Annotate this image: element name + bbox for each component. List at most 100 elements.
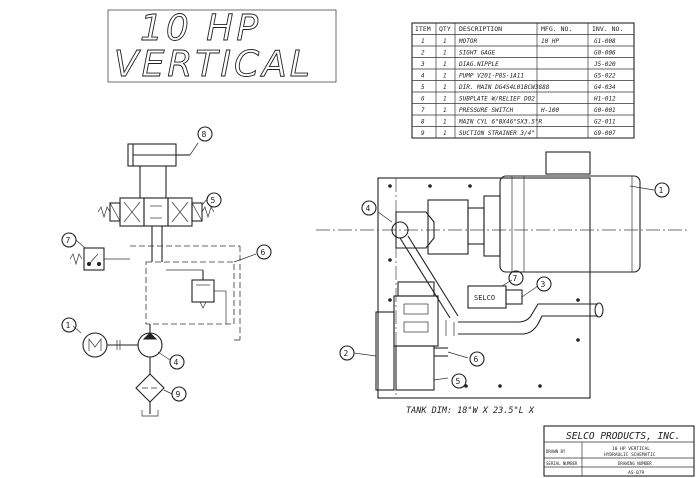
mounting-hole xyxy=(464,384,468,388)
bom-cell-inv-no: G5-022 xyxy=(594,73,616,80)
balloon-1-right: 1 xyxy=(654,182,670,198)
bom-cell-qty: 1 xyxy=(443,38,447,45)
bom-cell-item: 8 xyxy=(421,119,425,126)
svg-text:6: 6 xyxy=(474,355,479,364)
bom-cell-item: 7 xyxy=(421,107,425,114)
pressure-switch-label: SELCO xyxy=(474,294,495,302)
bom-cell-qty: 1 xyxy=(443,96,447,103)
bom-cell-qty: 1 xyxy=(443,119,447,126)
title-block: SELCO PRODUCTS, INC. DRAWN BY 10 HP VERT… xyxy=(543,425,695,477)
bom-cell-mfg-no: H-100 xyxy=(540,107,559,114)
bom-cell-description: DIR. MAIN DG4S4L01BCW3888 xyxy=(458,84,550,91)
balloon-6-left: 6 xyxy=(256,244,272,260)
balloon-5: 5 xyxy=(206,192,222,208)
bill-of-materials-table: ITEM QTY DESCRIPTION MFG. NO. INV. NO. 1… xyxy=(411,22,635,139)
balloon-3: 3 xyxy=(536,276,552,292)
motor-pump-symbol xyxy=(72,324,171,374)
balloon-2: 2 xyxy=(339,345,355,361)
bom-cell-item: 5 xyxy=(421,84,425,91)
plate-mounting-holes xyxy=(388,184,580,388)
svg-text:3: 3 xyxy=(541,280,546,289)
bom-row: 8 1 MAIN CYL 6"BX46"SX3.5"R G2-011 xyxy=(421,119,616,126)
bom-cell-item: 1 xyxy=(421,38,425,45)
serial-number-label: SERIAL NUMBER xyxy=(546,461,578,466)
bom-cell-item: 6 xyxy=(421,96,425,103)
suction-strainer-symbol xyxy=(135,373,173,417)
bom-header-mfg-no: MFG. NO. xyxy=(541,25,572,33)
mounting-hole xyxy=(468,184,472,188)
bom-cell-inv-no: G9-007 xyxy=(594,130,616,137)
svg-text:6: 6 xyxy=(261,248,266,257)
svg-text:1: 1 xyxy=(659,186,664,195)
svg-text:4: 4 xyxy=(174,358,179,367)
bom-cell-item: 9 xyxy=(421,130,425,137)
bom-cell-item: 3 xyxy=(420,61,425,68)
bom-header-item: ITEM xyxy=(415,25,431,33)
bom-cell-inv-no: G0-006 xyxy=(594,50,616,57)
bom-header-inv-no: INV. NO. xyxy=(592,25,623,33)
svg-text:9: 9 xyxy=(176,390,181,399)
bom-row: 9 1 SUCTION STRAINER 3/4" G9-007 xyxy=(421,130,616,137)
bom-cell-qty: 1 xyxy=(443,73,447,80)
bom-cell-inv-no: G0-001 xyxy=(594,107,616,114)
bom-cell-qty: 1 xyxy=(443,84,447,91)
drawing-number: AS-079 xyxy=(628,470,645,476)
bom-cell-item: 4 xyxy=(421,73,425,80)
svg-text:4: 4 xyxy=(366,204,371,213)
drawing-number-label: DRAWING NUMBER xyxy=(618,461,652,466)
company-name: SELCO PRODUCTS, INC. xyxy=(566,431,680,442)
drawing-title-2: HYDRAULIC SCHEMATIC xyxy=(604,452,656,458)
bom-cell-inv-no: H1-012 xyxy=(593,96,616,103)
bom-cell-inv-no: G2-011 xyxy=(594,119,616,126)
bom-cell-inv-no: J5-020 xyxy=(593,61,616,68)
balloon-5-right: 5 xyxy=(451,373,467,389)
balloon-6-right: 6 xyxy=(469,351,485,367)
balloon-7-right: 7 xyxy=(508,270,524,286)
svg-text:2: 2 xyxy=(344,349,349,358)
bom-header-qty: QTY xyxy=(439,25,451,33)
bom-cell-qty: 1 xyxy=(443,130,447,137)
drawn-by-label: DRAWN BY xyxy=(546,449,566,454)
pressure-switch-symbol xyxy=(69,239,130,271)
drawing-title-1: 10 HP VERTICAL xyxy=(612,446,650,452)
bom-cell-description: DIAG.NIPPLE xyxy=(458,61,499,68)
bom-cell-description: SIGHT GAGE xyxy=(459,50,496,57)
bom-cell-description: PRESSURE SWITCH xyxy=(459,107,514,114)
bom-cell-description: SUCTION STRAINER 3/4" xyxy=(459,130,535,137)
tank-plate xyxy=(377,177,591,399)
bom-row: 6 1 SUBPLATE W/RELIEF DO2 H1-012 xyxy=(421,96,616,103)
balloon-4-right: 4 xyxy=(361,200,377,216)
title-line-2: VERTICAL xyxy=(114,44,313,85)
mounting-hole xyxy=(538,384,542,388)
pump-body xyxy=(377,199,469,255)
bom-cell-description: MOTOR xyxy=(458,38,477,45)
bom-cell-description: PUMP V201-P8S-1A11 xyxy=(459,73,524,80)
tank-dimensions-label: TANK DIM: 18"W X 23.5"L X xyxy=(406,406,535,416)
motor-body xyxy=(467,151,655,273)
mounting-hole xyxy=(576,338,580,342)
bom-cell-qty: 1 xyxy=(443,61,447,68)
svg-text:5: 5 xyxy=(456,377,461,386)
balloon-9-left: 9 xyxy=(171,386,187,402)
bom-row: 5 1 DIR. MAIN DG4S4L01BCW3888 G4-034 xyxy=(421,84,616,91)
mounting-hole xyxy=(498,384,502,388)
assembly-layout: 1 4 SELCO 7 3 xyxy=(316,151,690,416)
bom-cell-description: MAIN CYL 6"BX46"SX3.5"R xyxy=(458,119,542,126)
bom-cell-qty: 1 xyxy=(443,50,447,57)
balloon-7-left: 7 xyxy=(61,232,77,248)
svg-text:1: 1 xyxy=(66,321,71,330)
svg-text:5: 5 xyxy=(211,196,216,205)
subplate-relief-symbol xyxy=(145,253,257,325)
mounting-hole xyxy=(428,184,432,188)
bom-cell-inv-no: G4-034 xyxy=(594,84,616,91)
bom-header-description: DESCRIPTION xyxy=(459,25,502,33)
bom-cell-inv-no: G1-008 xyxy=(594,38,616,45)
drawing-title: 10 HP VERTICAL xyxy=(107,8,337,85)
svg-text:7: 7 xyxy=(66,236,71,245)
mounting-hole xyxy=(388,184,392,188)
bom-cell-description: SUBPLATE W/RELIEF DO2 xyxy=(459,96,535,103)
bom-row: 4 1 PUMP V201-P8S-1A11 G5-022 xyxy=(421,73,616,80)
